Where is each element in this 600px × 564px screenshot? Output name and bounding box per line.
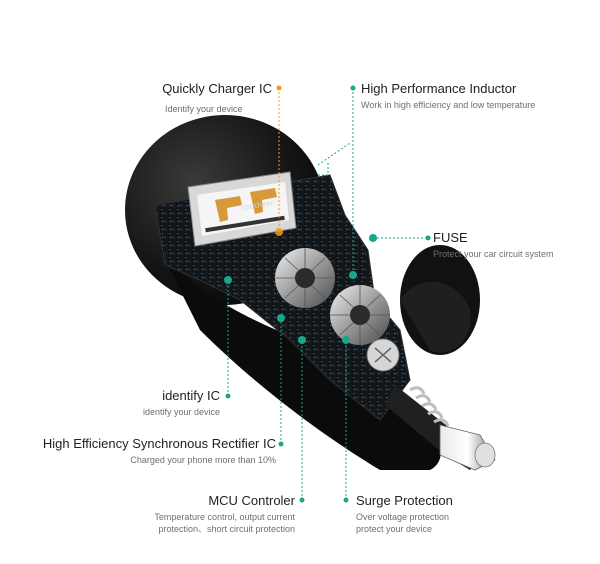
capacitor-icon [366,338,400,372]
label-subtitle: protection、short circuit protection [158,524,295,535]
label-subtitle: Protect your car circuit system [433,248,554,259]
label-subtitle: Identify your device [165,104,243,114]
label-subtitle: Work in high efficiency and low temperat… [361,99,536,110]
label-title: Quickly Charger IC [162,81,272,96]
label-title: High Efficiency Synchronous Rectifier IC [42,436,276,451]
inductor-bracket [317,142,351,176]
label-subtitle: Over voltage protection [356,511,450,522]
spring-contact-icon [385,385,496,471]
label-quick-charger-ic: Quickly Charger IC [112,81,272,97]
label-identify-ic: identify IC identify your device [100,388,220,417]
label-subtitle: protect your device [356,524,433,535]
label-title: FUSE [433,230,468,245]
label-subtitle: identify your device [142,406,220,417]
leader-lines [227,88,428,500]
label-rectifier-ic: High Efficiency Synchronous Rectifier IC… [10,436,276,465]
label-inductor: High Performance Inductor Work in high e… [361,81,536,110]
label-fuse: FUSE Protect your car circuit system [433,230,554,259]
usb-port-icon [187,171,297,247]
label-surge-protection: Surge Protection Over voltage protection… [356,493,453,535]
label-title: Surge Protection [356,493,453,508]
label-mcu: MCU Controler Temperature control, outpu… [120,493,295,535]
label-subtitle: Temperature control, output current [154,511,295,522]
label-quick-charger-sub: Identify your device [165,101,243,114]
inductor-coil-icon [275,248,390,345]
label-subtitle: Charged your phone more than 10% [130,454,276,465]
label-title: MCU Controler [208,493,295,508]
label-title: identify IC [162,388,220,403]
marker-dots [224,85,431,503]
label-title: High Performance Inductor [361,81,517,96]
